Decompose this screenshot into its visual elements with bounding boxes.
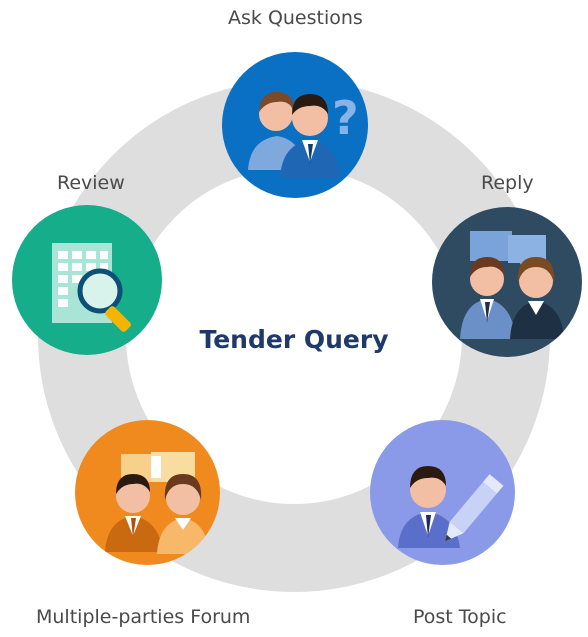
two-people-speech-bubbles-icon: [105, 452, 209, 554]
post-topic-node: [370, 420, 515, 565]
reply-node: [432, 207, 582, 357]
person-pencil-icon: [398, 466, 504, 548]
two-people-question-icon: ?: [248, 91, 359, 178]
ask-questions-node: ?: [222, 52, 368, 198]
forum-node: [75, 420, 220, 565]
reply-label: Reply: [481, 172, 534, 194]
two-people-speech-bubbles-icon: [460, 231, 564, 339]
post-topic-label: Post Topic: [413, 606, 507, 628]
review-node: [12, 205, 162, 355]
forum-label: Multiple-parties Forum: [36, 606, 251, 628]
center-title: Tender Query: [199, 325, 389, 354]
review-label: Review: [57, 172, 125, 194]
svg-text:?: ?: [332, 91, 359, 145]
ask-questions-label: Ask Questions: [228, 7, 363, 29]
spreadsheet-magnifier-icon: [52, 243, 131, 332]
